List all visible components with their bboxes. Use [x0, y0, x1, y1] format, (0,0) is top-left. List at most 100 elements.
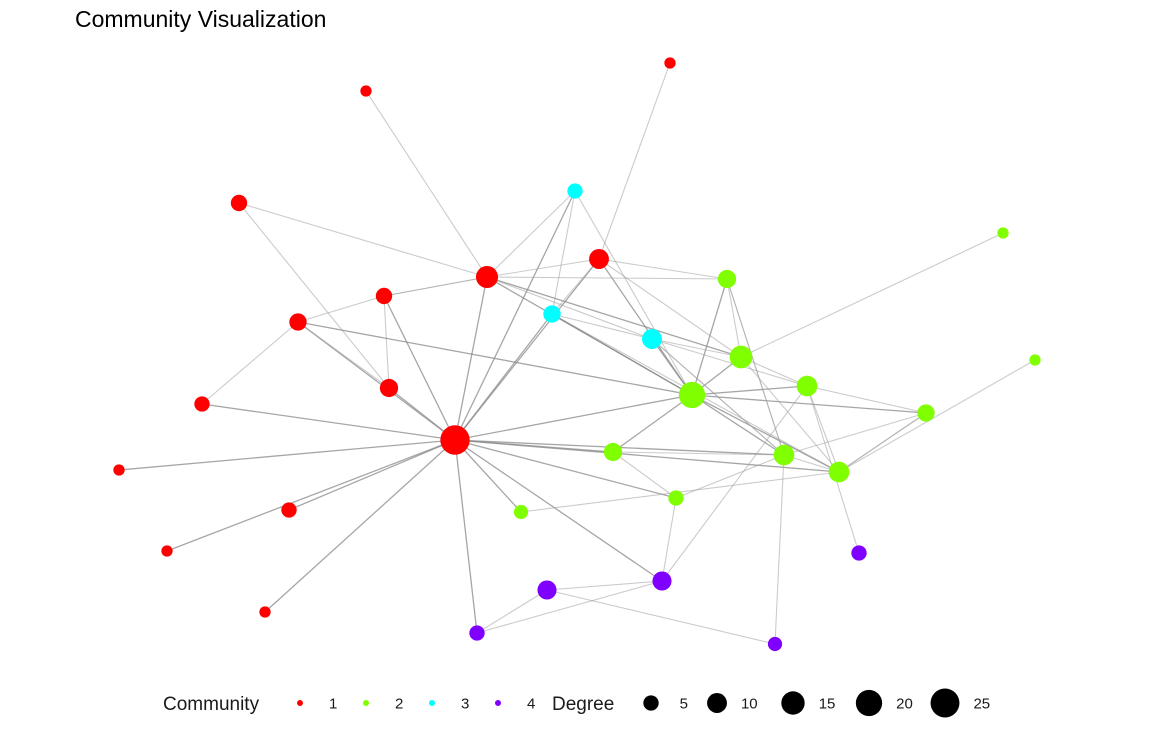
edge-n6-n2: [383, 276, 488, 297]
edge-n15-n19: [691, 385, 808, 396]
edge-n5-n6: [297, 295, 385, 323]
node-n21: [603, 442, 623, 462]
node-n8: [194, 396, 210, 412]
legend-degree-key-20: [855, 689, 883, 717]
node-n13: [664, 57, 676, 69]
edge-n15-n22: [691, 394, 927, 414]
node-n12: [360, 85, 372, 97]
edge-n3-n16: [598, 258, 742, 358]
edge-n27-n28: [551, 313, 653, 340]
node-n29: [567, 183, 583, 199]
edge-n2-n3: [486, 258, 600, 278]
node-n34: [767, 636, 783, 652]
edge-n1-n5: [297, 321, 456, 441]
edge-n1-n21: [454, 439, 614, 453]
edge-n1-n29: [454, 190, 576, 441]
edge-n2-n7: [238, 202, 488, 278]
edge-n15-n21: [612, 394, 693, 453]
node-n11: [161, 545, 173, 557]
edge-n30-n31: [546, 580, 663, 591]
node-n33: [851, 545, 867, 561]
edge-n4-n6: [383, 295, 390, 389]
edge-n2-n20: [486, 276, 728, 280]
edge-n16-n25: [740, 232, 1004, 358]
edge-n18-n22: [783, 412, 927, 456]
edge-n31-n34: [546, 589, 776, 645]
node-n16: [729, 345, 753, 369]
edge-n3-n20: [598, 258, 728, 280]
edge-n19-n22: [806, 385, 927, 414]
legend-community-key-3: [429, 700, 435, 706]
edge-n1-n2: [454, 276, 488, 441]
node-n7: [230, 194, 248, 212]
edge-n1-n6: [383, 295, 456, 441]
node-n1: [440, 425, 470, 455]
node-n5: [289, 313, 307, 331]
chart-title: Community Visualization: [75, 6, 327, 32]
node-n25: [997, 227, 1009, 239]
legend-degree-label-5: 5: [680, 695, 688, 712]
node-n30: [652, 571, 672, 591]
edge-n30-n32: [476, 580, 663, 634]
edge-n1-n24: [454, 439, 522, 513]
legend-community-key-2: [363, 700, 369, 706]
node-n22: [917, 404, 935, 422]
edge-n15-n17: [691, 394, 840, 473]
legend-degree-key-5: [643, 695, 659, 711]
legend-degree-key-15: [781, 691, 805, 715]
node-n24: [513, 504, 529, 520]
edge-n5-n8: [201, 321, 299, 405]
legend-degree-label-15: 15: [819, 695, 836, 712]
edge-n19-n30: [661, 385, 808, 582]
edge-n15-n18: [691, 394, 785, 456]
edge-n1-n10: [118, 439, 456, 471]
edge-n4-n5: [297, 321, 390, 389]
edge-n16-n27: [651, 338, 742, 358]
edge-n1-n11: [166, 439, 456, 552]
node-n17: [828, 461, 850, 483]
edge-n1-n28: [454, 313, 553, 441]
edge-n2-n16: [486, 276, 742, 358]
edge-n19-n27: [651, 338, 808, 387]
legend-community-label-1: 1: [329, 695, 337, 712]
edge-n28-n29: [551, 190, 576, 315]
edge-n21-n23: [612, 451, 677, 499]
edge-n31-n32: [476, 589, 548, 634]
legend-degree-key-25: [930, 688, 960, 718]
edge-n3-n13: [598, 62, 671, 260]
edge-n18-n34: [774, 454, 785, 645]
edge-n1-n23: [454, 439, 677, 499]
node-n14: [259, 606, 271, 618]
edge-n22-n17: [838, 412, 927, 473]
edge-n28-n15: [551, 313, 693, 396]
edge-n29-n15: [574, 190, 693, 396]
edge-n17-n26: [838, 359, 1036, 473]
edge-n4-n7: [238, 202, 390, 389]
edge-n1-n15: [454, 394, 693, 441]
node-n31: [537, 580, 557, 600]
legend-community-key-4: [495, 700, 501, 706]
edge-n16-n17: [740, 356, 840, 473]
edges-layer: [118, 62, 1036, 645]
node-n15: [678, 381, 706, 409]
edge-n2-n27: [486, 276, 653, 340]
edge-n14-n1: [264, 439, 456, 613]
edge-n2-n29: [486, 190, 576, 278]
node-n20: [717, 269, 737, 289]
edge-n1-n30: [454, 439, 663, 582]
edge-n1-n32: [454, 439, 478, 634]
node-n6: [375, 287, 393, 305]
legend-community-key-1: [297, 700, 303, 706]
edge-n9-n1: [288, 439, 456, 511]
legend-degree-title: Degree: [552, 694, 614, 715]
edge-n23-n18: [675, 454, 785, 499]
legend-community-title: Community: [163, 694, 260, 715]
edge-n30-n23: [661, 497, 677, 582]
node-n4: [379, 378, 399, 398]
edge-n1-n8: [201, 403, 456, 441]
node-n10: [113, 464, 125, 476]
edge-n3-n28: [551, 258, 600, 315]
